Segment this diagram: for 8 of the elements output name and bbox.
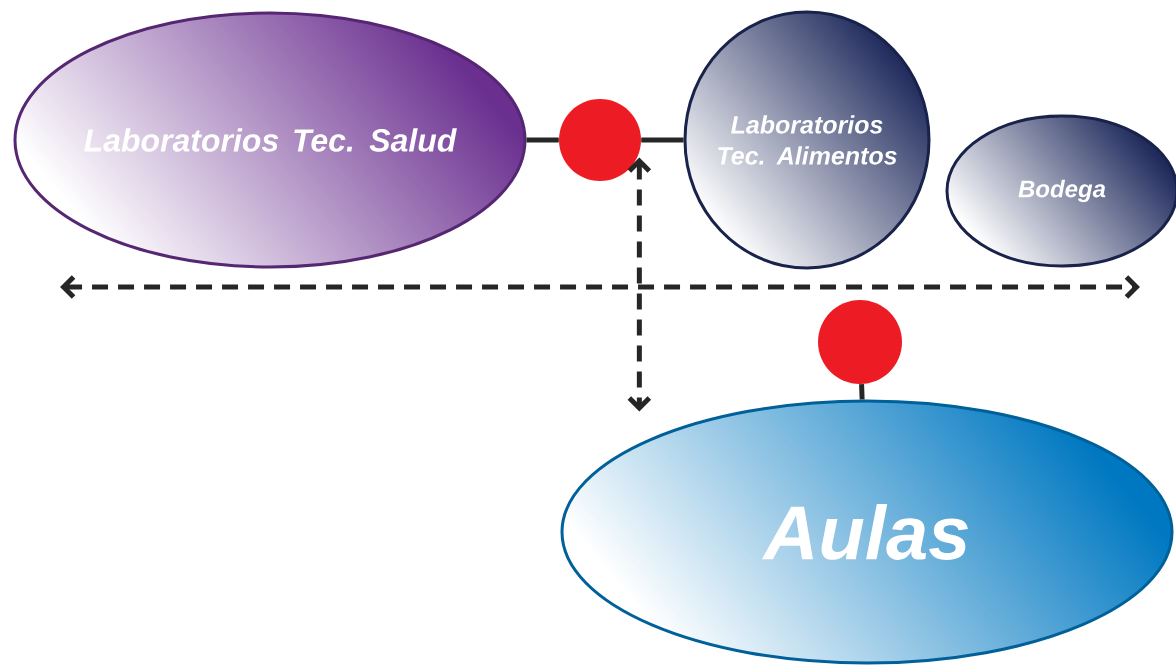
connector-line xyxy=(641,137,684,143)
ellipse-node: Aulas xyxy=(560,399,1174,665)
dot-marker xyxy=(818,300,902,384)
connector-line xyxy=(859,384,865,400)
connector-line xyxy=(526,137,559,143)
ellipse-node: Laboratorios Tec. Alimentos xyxy=(683,10,931,270)
dot-marker xyxy=(559,99,641,181)
arrow xyxy=(627,157,652,412)
